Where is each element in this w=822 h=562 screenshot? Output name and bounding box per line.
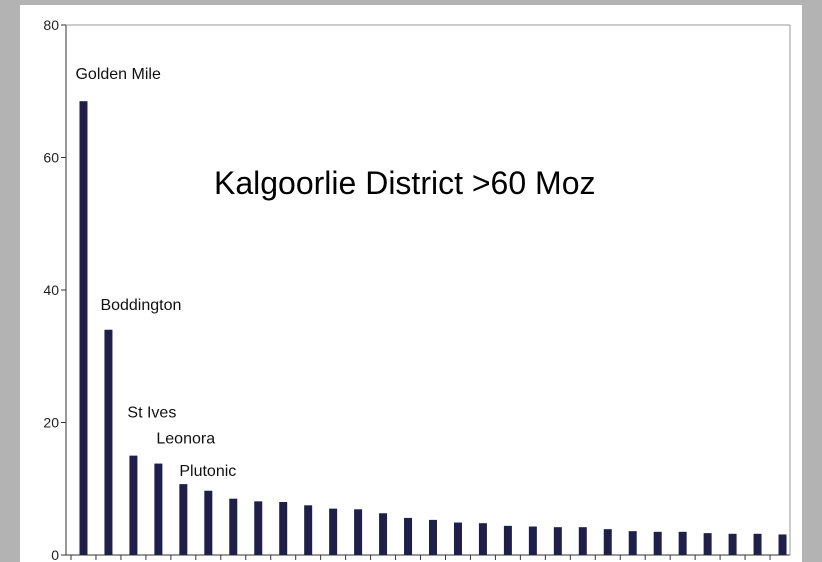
- bar-26: [728, 533, 737, 555]
- bar-label-3: Leonora: [156, 431, 215, 448]
- bar-label-0: Golden Mile: [75, 66, 160, 83]
- bar-23: [653, 531, 662, 555]
- bar-5: [204, 490, 213, 555]
- bar-28: [778, 534, 787, 555]
- bar-label-1: Boddington: [100, 297, 181, 314]
- x-ticks: [70, 555, 771, 560]
- bar-11: [354, 509, 363, 555]
- bar-10: [329, 508, 338, 555]
- chart-axes: [65, 24, 791, 556]
- bars: [79, 101, 787, 555]
- bar-1: [104, 329, 113, 555]
- y-tick-label: 20: [43, 415, 59, 431]
- bar-20: [578, 527, 587, 555]
- bar-label-4: Plutonic: [179, 463, 236, 480]
- chart-annotation: Kalgoorlie District >60 Moz: [214, 165, 595, 201]
- bar-22: [628, 531, 637, 555]
- bar-12: [379, 513, 388, 555]
- bar-2: [129, 455, 138, 555]
- bar-21: [603, 529, 612, 555]
- y-ticks: 0 20 40 60 80: [43, 17, 66, 562]
- bar-4: [179, 484, 188, 555]
- bar-16: [478, 523, 487, 555]
- bar-13: [404, 517, 413, 555]
- bar-24: [678, 531, 687, 555]
- bar-14: [429, 519, 437, 555]
- bar-3: [154, 463, 163, 555]
- bar-label-2: St Ives: [127, 405, 176, 422]
- bar-6: [229, 498, 238, 555]
- bar-8: [279, 502, 288, 555]
- y-tick-label: 40: [43, 282, 59, 298]
- bar-19: [553, 527, 562, 555]
- bar-27: [753, 533, 762, 555]
- y-tick-label: 60: [43, 150, 59, 166]
- bar-7: [254, 501, 263, 555]
- y-tick-label: 0: [51, 547, 59, 562]
- y-tick-label: 80: [43, 17, 59, 33]
- bar-17: [503, 525, 512, 555]
- bar-0: [79, 101, 88, 555]
- bar-15: [453, 522, 462, 555]
- bar-9: [304, 505, 313, 555]
- bar-18: [528, 526, 537, 555]
- bar-25: [703, 533, 712, 555]
